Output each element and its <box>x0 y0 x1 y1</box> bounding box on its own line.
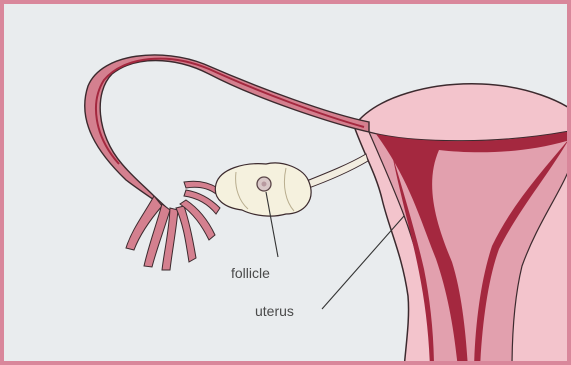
fimbriae <box>126 181 220 270</box>
uterus-leader-line <box>322 216 404 309</box>
reproductive-anatomy-diagram: follicle uterus <box>4 4 571 365</box>
label-follicle: follicle <box>231 265 270 281</box>
ovarian-ligament <box>304 154 368 189</box>
follicle-center <box>262 182 267 187</box>
label-uterus: uterus <box>255 303 294 319</box>
